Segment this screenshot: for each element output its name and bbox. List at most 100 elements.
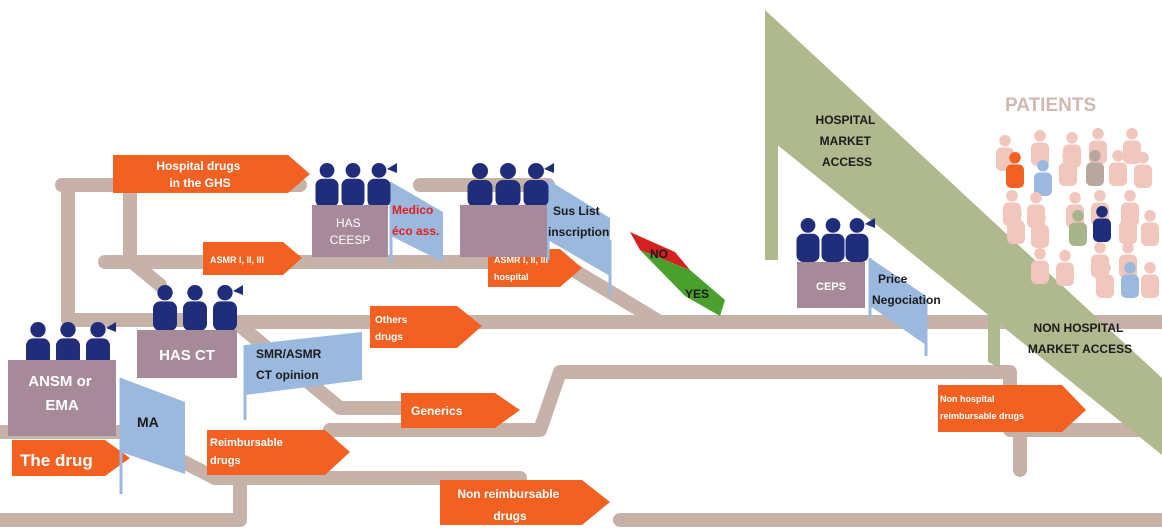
patient-figure: [1134, 152, 1152, 188]
sus-list-flag: [548, 180, 610, 276]
patient-figure: [1096, 262, 1114, 298]
arrow-shapes: [12, 155, 1086, 525]
others-drugs-line: drugs: [375, 332, 403, 343]
ansm-box-line: EMA: [45, 397, 79, 414]
has-ct-box-label: HAS CT: [159, 347, 215, 364]
ansm-committee-member: [56, 322, 80, 366]
decision-split: NO YES: [630, 232, 725, 316]
ceps-box-label: CEPS: [816, 281, 846, 293]
patient-figure: [1069, 210, 1087, 246]
hospital-band-post: [765, 110, 778, 260]
hospital-drugs-line: in the GHS: [169, 176, 230, 190]
non-hospital-band-post: [988, 310, 1000, 368]
ma-flag-line: MA: [137, 414, 159, 430]
non-hospital-reimb-arrow: [938, 385, 1086, 432]
asmr-hospital-line: ASMR I, II, III: [494, 255, 548, 265]
has-ceesp-committee-member: [341, 163, 365, 207]
the-drug-line: The drug: [20, 451, 93, 470]
generics-label: Generics: [411, 404, 463, 418]
has-ceesp-box-label: HAS CEESP: [330, 216, 371, 247]
megaphone-icon: [544, 163, 554, 173]
megaphone-icon: [106, 322, 116, 332]
ceps-committee-member: [796, 218, 820, 262]
asmr-hospital-line: hospital: [494, 272, 529, 282]
non-hospital-market-access-label: NON HOSPITAL MARKET ACCESS: [1028, 321, 1132, 356]
committees: [26, 163, 875, 366]
non-reimbursable-line: Non reimbursable: [457, 487, 559, 501]
reimbursable-arrow: [207, 430, 350, 475]
the-drug-label: The drug: [20, 451, 93, 470]
non-reimbursable-arrow: [440, 480, 610, 525]
has-ceesp-line: HAS: [336, 216, 361, 230]
asmr-hospital-label: ASMR I, II, III hospital: [494, 255, 551, 282]
ceps-committee-member: [845, 218, 869, 262]
sus-list-committee-member: [467, 163, 493, 207]
has-ct-committee-member: [213, 285, 237, 331]
hospital-band-line: HOSPITAL: [816, 113, 876, 127]
non-hospital-reimb-line: reimbursable drugs: [940, 411, 1024, 421]
patient-figure: [1031, 212, 1049, 248]
ceps-box: [797, 262, 865, 308]
sus-list-flag-line: Sus List: [553, 204, 600, 218]
patient-figure: [1031, 248, 1049, 284]
ceps-committee-member: [821, 218, 845, 262]
patient-figure: [1141, 262, 1159, 298]
has-ct-box: [137, 330, 237, 378]
smr-flag: [245, 332, 362, 395]
hospital-drugs-label: Hospital drugs in the GHS: [156, 159, 243, 190]
generics-arrow: [401, 393, 520, 428]
smr-flag-label: SMR/ASMR CT opinion: [256, 347, 325, 382]
patients-crowd: [996, 127, 1159, 298]
has-ceesp-line: CEESP: [330, 233, 371, 247]
asmr-hospital-arrow: [488, 249, 582, 287]
patient-figure: [1121, 262, 1139, 298]
sus-list-committee-member: [495, 163, 521, 207]
patient-figure: [1141, 210, 1159, 246]
asmr-upper-arrow: [203, 242, 302, 275]
reimbursable-line: Reimbursable: [210, 437, 283, 449]
flags: MA SMR/ASMR CT opinion Medico éco ass. S…: [119, 180, 941, 494]
medico-flag: [391, 182, 443, 262]
yes-label: YES: [685, 287, 709, 301]
non-reimbursable-label: Non reimbursable drugs: [457, 487, 562, 523]
sus-list-box: [460, 205, 547, 257]
smr-flag-line: CT opinion: [256, 368, 319, 382]
no-decision: [630, 232, 690, 270]
ansm-committee-member: [86, 322, 110, 366]
asmr-upper-line: ASMR I, II, III: [210, 255, 264, 265]
price-flag: [870, 258, 926, 345]
road-left-vertical: [123, 183, 167, 292]
ansm-box-label: ANSM or EMA: [28, 373, 96, 414]
has-ct-committee-member: [153, 285, 177, 331]
medico-flag-line: éco ass.: [392, 224, 439, 238]
reimbursable-line: drugs: [210, 455, 241, 467]
hospital-drugs-line: Hospital drugs: [156, 159, 240, 173]
road-generic-line: [323, 365, 937, 437]
hospital-band-line: MARKET: [820, 134, 872, 148]
hospital-market-access-band: [765, 10, 1162, 455]
patient-figure: [1086, 150, 1104, 186]
generics-line: Generics: [411, 404, 463, 418]
patient-figure: [1109, 150, 1127, 186]
ansm-committee-member: [26, 322, 50, 366]
medico-flag-line: Medico: [392, 203, 433, 217]
smr-flag-line: SMR/ASMR: [256, 347, 322, 361]
ansm-box-line: ANSM or: [28, 373, 91, 390]
the-drug-arrow: [12, 440, 130, 476]
price-flag-line: Negociation: [872, 293, 941, 307]
others-drugs-line: Others: [375, 315, 408, 326]
price-flag-line: Price: [878, 272, 908, 286]
hospital-market-access-label: HOSPITAL MARKET ACCESS: [816, 113, 879, 169]
arrow-labels: The drug Hospital drugs in the GHS ASMR …: [20, 159, 1024, 523]
committee-boxes: ANSM or EMA HAS CT HAS CEESP CEPS: [8, 205, 865, 436]
road-down-left: [0, 471, 247, 527]
others-drugs-arrow: [370, 306, 482, 348]
hospital-band-line: ACCESS: [822, 155, 872, 169]
non-hospital-reimb-label: Non hospital reimbursable drugs: [940, 394, 1024, 421]
no-label: NO: [650, 247, 668, 261]
sus-list-flag-line: inscription: [548, 225, 609, 239]
has-ceesp-committee-member: [367, 163, 391, 207]
ma-flag-label: MA: [137, 414, 159, 430]
patient-figure: [1007, 208, 1025, 244]
has-ct-line: HAS CT: [159, 347, 215, 364]
